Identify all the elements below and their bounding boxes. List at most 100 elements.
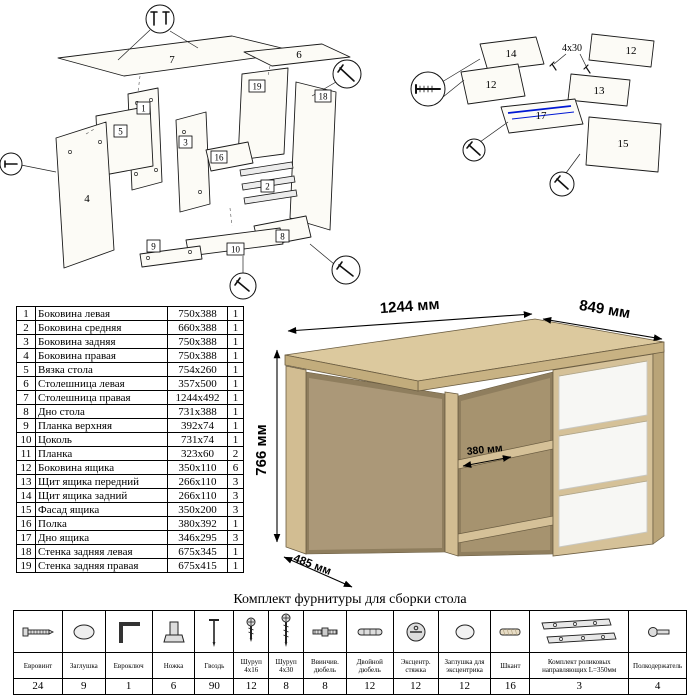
part-label-16: 16 xyxy=(210,150,228,164)
part-size: 380x392 xyxy=(167,516,228,531)
part-qty: 1 xyxy=(227,334,244,349)
drawer-slides-icon xyxy=(530,611,629,653)
part-num: 11 xyxy=(16,446,36,461)
part-size: 1244x492 xyxy=(167,390,228,405)
part-qty: 1 xyxy=(227,376,244,391)
cam-lock-icon xyxy=(393,611,438,653)
part-num: 19 xyxy=(16,558,36,573)
hardware-item: Полкодержатель 4 xyxy=(629,611,687,694)
hardware-name: Ножка xyxy=(152,653,195,679)
hardware-item: Шуруп 4x30 8 xyxy=(269,611,305,694)
part-size: 731x388 xyxy=(167,404,228,419)
part-name: Боковина ящика xyxy=(35,460,168,475)
part-name: Стенка задняя левая xyxy=(35,544,168,559)
shelf-pin-icon xyxy=(629,611,687,653)
hardware-name: Двойной дюбель xyxy=(346,653,393,679)
part-num: 6 xyxy=(16,376,36,391)
part-num: 16 xyxy=(16,516,36,531)
wood-dowel-icon xyxy=(491,611,530,653)
callout-screws xyxy=(415,84,569,190)
drawer-pedestal xyxy=(552,349,665,557)
desk-side-panels xyxy=(285,365,459,557)
part-number-7: 7 xyxy=(169,54,175,66)
part-num: 14 xyxy=(16,488,36,503)
hardware-item: Комплект роликовых направляющих L=350мм … xyxy=(530,611,630,694)
part-number-4: 4 xyxy=(84,193,90,205)
part-qty: 2 xyxy=(227,446,244,461)
hardware-qty: 24 xyxy=(32,680,44,692)
part-label-5: 5 xyxy=(113,124,128,138)
part-qty: 3 xyxy=(227,474,244,489)
hardware-qty: 4 xyxy=(654,680,661,692)
drawer-bottom-groove-highlight xyxy=(507,105,575,120)
part-num: 2 xyxy=(16,320,36,335)
part-name: Полка xyxy=(35,516,168,531)
part-qty: 1 xyxy=(227,404,244,419)
part-size: 357x500 xyxy=(167,376,228,391)
part-qty: 1 xyxy=(227,544,244,559)
part-size: 266x110 xyxy=(167,474,228,489)
confirmat-screw-icon xyxy=(14,611,62,653)
part-number-14: 14 xyxy=(506,48,518,60)
part-label-2: 2 xyxy=(260,179,275,193)
hardware-item: Шуруп 4x16 12 xyxy=(234,611,270,694)
part-num: 10 xyxy=(16,432,36,447)
dim-depth: 849 мм xyxy=(578,298,631,322)
part-num: 4 xyxy=(16,348,36,363)
furniture-foot-icon xyxy=(152,611,195,653)
svg-text:9: 9 xyxy=(151,242,156,252)
part-number-13: 13 xyxy=(594,85,606,97)
part-qty: 3 xyxy=(227,530,244,545)
part-name: Столешница левая xyxy=(35,376,168,391)
part-qty: 1 xyxy=(227,418,244,433)
hardware-name: Полкодержатель xyxy=(629,653,687,679)
svg-text:5: 5 xyxy=(118,127,123,137)
part-qty: 1 xyxy=(227,516,244,531)
svg-text:3: 3 xyxy=(183,138,188,148)
screw-4x16-icon xyxy=(234,611,269,653)
part-size: 750x388 xyxy=(167,334,228,349)
hardware-item: Гвоздь 90 xyxy=(195,611,235,694)
part-number-12b: 12 xyxy=(486,79,497,91)
part-label-18: 18 xyxy=(314,89,332,103)
cam-cap-icon xyxy=(438,611,491,653)
double-dowel-icon xyxy=(346,611,393,653)
hardware-item: Евроключ 1 xyxy=(105,611,153,694)
hardware-name: Евровинт xyxy=(14,653,62,679)
part-size: 675x345 xyxy=(167,544,228,559)
part-size: 750x388 xyxy=(167,306,228,321)
part-name: Щит ящика передний xyxy=(35,474,168,489)
part-qty: 1 xyxy=(227,362,244,377)
svg-text:16: 16 xyxy=(215,153,225,163)
part-size: 392x74 xyxy=(167,418,228,433)
part-size: 323x60 xyxy=(167,446,228,461)
part-qty: 6 xyxy=(227,460,244,475)
hardware-qty: 1 xyxy=(125,680,132,692)
svg-text:18: 18 xyxy=(319,92,329,102)
part-name: Столешница правая xyxy=(35,390,168,405)
part-name: Планка xyxy=(35,446,168,461)
part-num: 8 xyxy=(16,404,36,419)
part-num: 15 xyxy=(16,502,36,517)
part-name: Боковина левая xyxy=(35,306,168,321)
part-number-17: 17 xyxy=(536,110,548,122)
exploded-diagram-drawer: 14 12 12 13 17 15 4x30 xyxy=(410,33,662,197)
part-size: 754x260 xyxy=(167,362,228,377)
part-size: 660x388 xyxy=(167,320,228,335)
